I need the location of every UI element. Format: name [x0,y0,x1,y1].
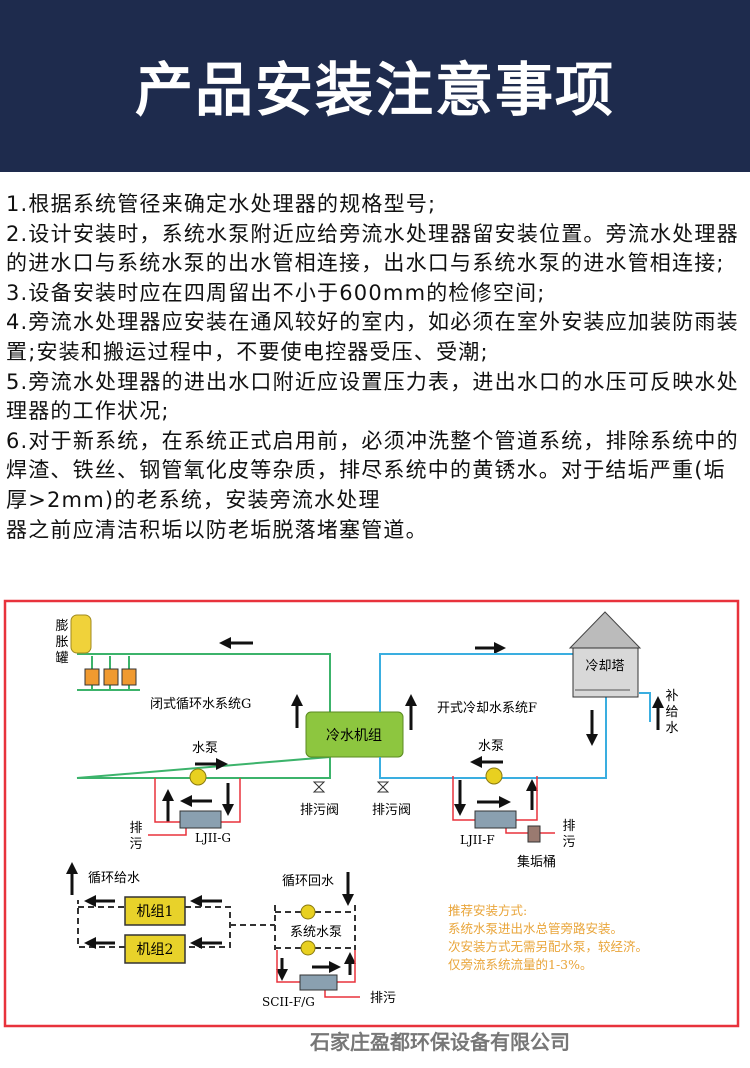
cooling-tower [572,647,639,698]
svg-text:系统水泵进出水总管旁路安装。: 系统水泵进出水总管旁路安装。 [448,921,623,936]
flow-arrows-bottom [66,862,356,981]
label-unit-2: 机组2 [137,942,174,958]
heat-exchangers [84,668,137,686]
bypass-loop-g [148,778,241,836]
label-ljii-f: LJII-F [460,833,495,847]
label-makeup-water: 补 [665,689,678,704]
pump-icon [300,940,316,956]
pump-icon [485,767,503,785]
unit-2 [124,934,186,964]
page-title: 产品安装注意事项 [134,56,615,124]
label-supply: 循环给水 [88,871,140,886]
scii-unit [299,974,338,991]
unit-1 [124,896,186,926]
label-expansion-tank: 膨 [55,619,68,634]
label-pump: 水泵 [192,741,218,756]
svg-text:仅旁流系统流量的1-3%。: 仅旁流系统流量的1-3%。 [448,957,593,972]
label-makeup-water: 给 [665,705,678,720]
drain-valve-icon [376,781,390,793]
label-scale-bucket: 集垢桶 [517,854,556,870]
expansion-tank [70,614,92,654]
svg-text:次安装方式无需另配水泵，较经济。: 次安装方式无需另配水泵，较经济。 [448,939,648,954]
label-cooling-tower: 冷却塔 [585,659,624,674]
label-drain: 污 [129,837,142,852]
label-pump: 水泵 [478,739,504,754]
label-chiller: 冷水机组 [326,728,382,744]
chiller-unit [305,711,404,758]
flow-arrows [162,637,664,822]
company-name: 石家庄盈都环保设备有限公司 [310,1030,570,1054]
label-scii: SCII-F/G [262,995,315,1009]
note-item: 3.设备安装时应在四周留出不小于600mm的检修空间; [6,280,546,305]
note-item: 器之前应清洁积垢以防老垢脱落堵塞管道。 [6,517,428,542]
label-ljii-g: LJII-G [195,831,231,845]
note-item: 1.根据系统管径来确定水处理器的规格型号; [6,192,437,216]
label-open-system: 开式冷却水系统F [437,701,537,716]
note-item: 4.旁流水处理器应安装在通风较好的室内，如必须在室外安装应加装防雨装置;安装和搬… [6,310,739,364]
label-drain: 排 [129,821,142,836]
ljii-f-unit [474,810,517,829]
recommendation-text: 推荐安装方式: 系统水泵进出水总管旁路安装。 次安装方式无需另配水泵，较经济。 … [448,903,648,972]
svg-text:推荐安装方式:: 推荐安装方式: [448,903,527,918]
note-item: 6.对于新系统，在系统正式启用前，必须冲洗整个管道系统，排除系统中的焊渣、铁丝、… [6,428,739,512]
ljii-g-unit [179,810,222,829]
label-expansion-tank: 胀 [55,635,68,650]
label-system-pump: 系统水泵 [290,925,342,940]
header-banner: 产品安装注意事项 [0,0,750,172]
label-makeup-water: 水 [665,721,678,736]
installation-diagram: 膨 胀 罐 闭式循环水系统G 冷水机组 水泵 LJII-G 排 污 排污阀 排污… [3,599,740,1028]
label-expansion-tank: 罐 [55,651,68,666]
label-drain-valve: 排污阀 [300,803,339,818]
label-return: 循环回水 [282,874,334,889]
label-unit-1: 机组1 [137,904,174,920]
installation-notes: 1.根据系统管径来确定水处理器的规格型号; 2.设计安装时，系统水泵附近应给旁流… [6,190,746,545]
scale-bucket [527,825,541,843]
label-drain-valve: 排污阀 [372,803,411,818]
label-closed-system: 闭式循环水系统G [150,697,251,712]
note-item: 5.旁流水处理器的进出水口附近应设置压力表，进出水口的水压可反映水处理器的工作状… [6,369,739,424]
label-drain: 污 [562,835,575,850]
pump-icon [189,768,207,786]
label-drain: 排污 [370,991,396,1006]
drain-valve-icon [312,781,326,793]
note-item: 2.设计安装时，系统水泵附近应给旁流水处理器留安装位置。旁流水处理器的进水口与系… [6,221,739,276]
label-drain: 排 [562,819,575,834]
bypass-loop-scii [276,950,360,998]
pump-icon [300,904,316,920]
